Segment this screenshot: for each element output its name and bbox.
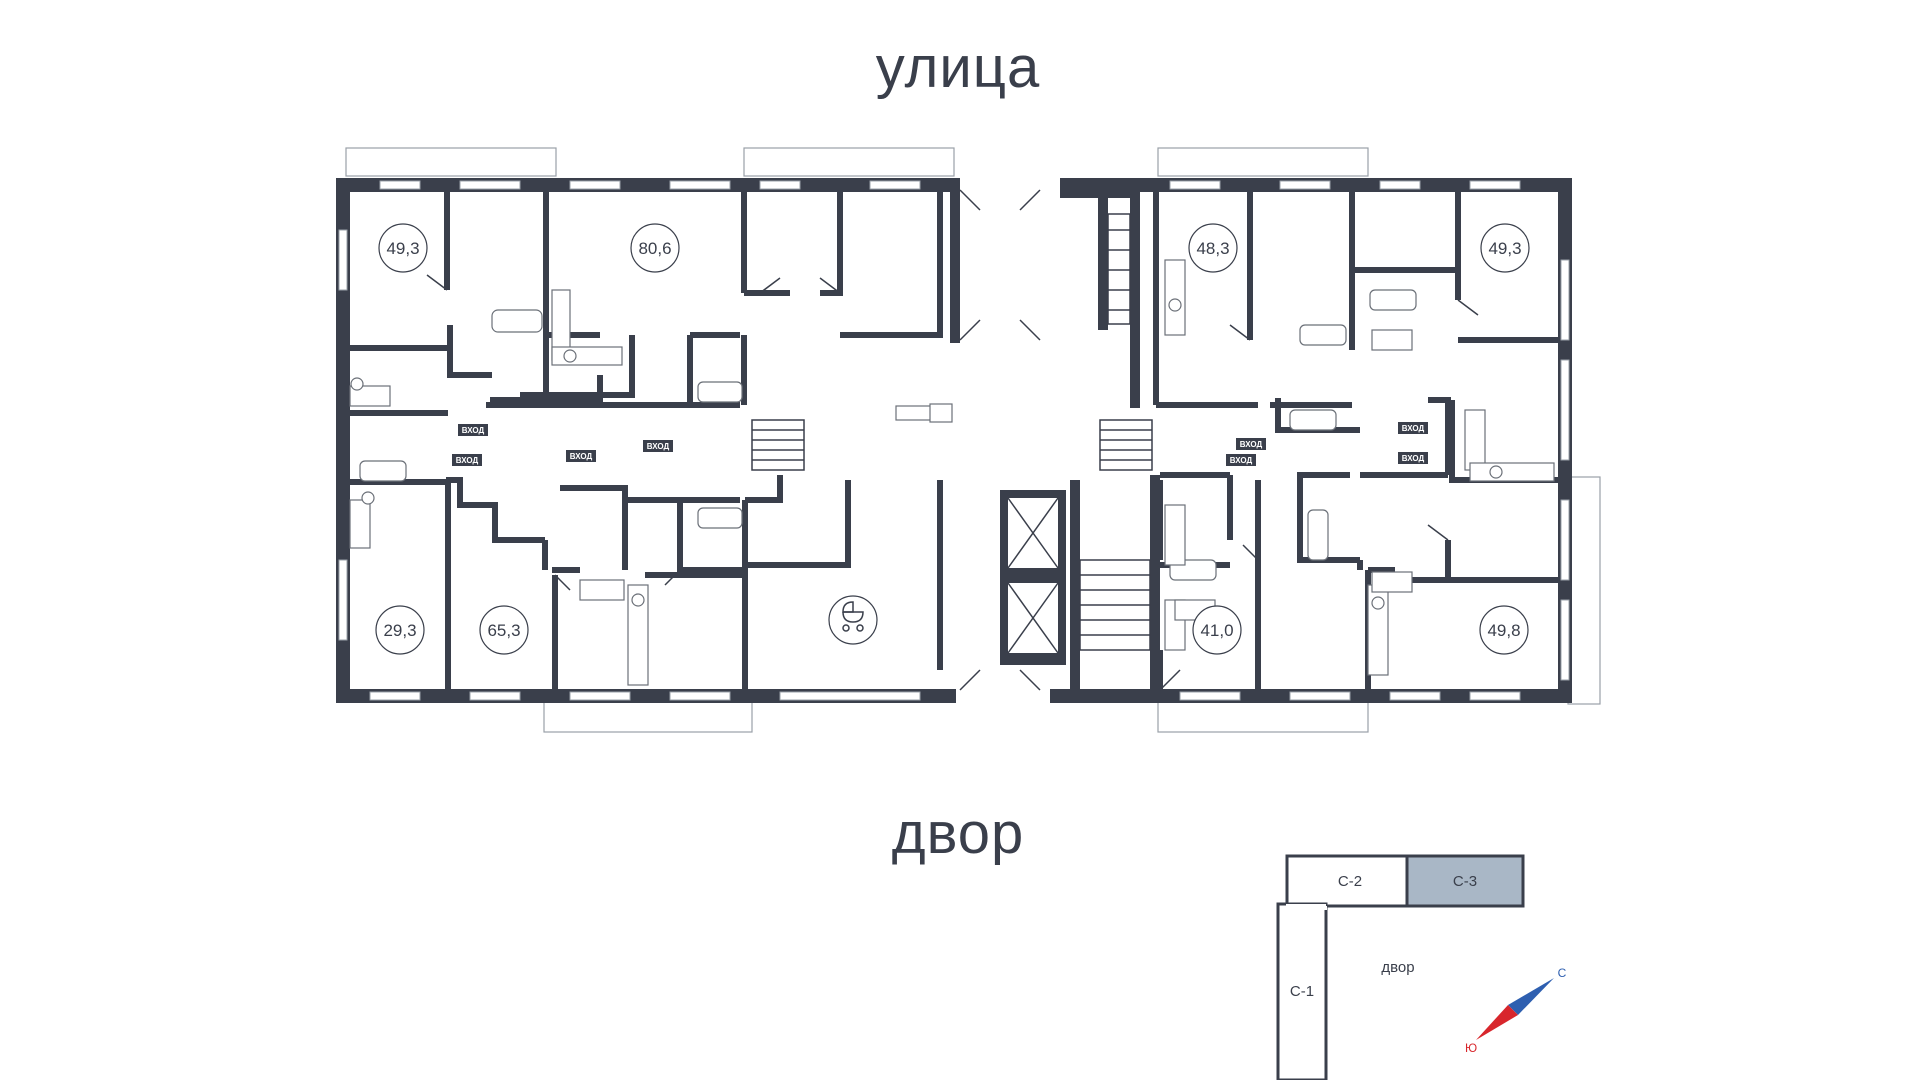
key-plan-section-c2: С-2 <box>1338 873 1362 890</box>
apartment-area-apt-8: 49,8 <box>1479 605 1529 655</box>
entrance-tag: ВХОД <box>643 440 673 452</box>
compass-south-label: Ю <box>1465 1041 1477 1055</box>
key-plan-section-c3: С-3 <box>1453 873 1477 890</box>
compass-north-needle <box>1508 978 1554 1015</box>
compass-north-label: С <box>1558 966 1567 980</box>
svg-text:49,3: 49,3 <box>1488 239 1521 258</box>
svg-text:49,3: 49,3 <box>386 239 419 258</box>
outer-walls <box>336 178 1572 703</box>
entrance-label: ВХОД <box>462 426 485 435</box>
interior-walls-right <box>1153 190 1558 689</box>
apartment-area-apt-1: 49,3 <box>378 223 428 273</box>
entrance-tags: ВХОД ВХОД ВХОД ВХОД ВХОД ВХОД ВХОД ВХОД <box>452 422 1428 466</box>
svg-text:48,3: 48,3 <box>1196 239 1229 258</box>
apartment-area-apt-3: 48,3 <box>1188 223 1238 273</box>
yard-label: двор <box>891 801 1025 866</box>
svg-text:49,8: 49,8 <box>1487 621 1520 640</box>
key-plan-yard-label: двор <box>1381 959 1414 976</box>
key-plan: С-2 С-3 С-1 двор <box>1276 854 1525 1080</box>
doors <box>426 189 1479 691</box>
entrance-tag: ВХОД <box>1398 452 1428 464</box>
interior-walls-left <box>350 190 943 689</box>
entrance-label: ВХОД <box>456 456 479 465</box>
entrance-tag: ВХОД <box>458 424 488 436</box>
entrance-tag: ВХОД <box>566 450 596 462</box>
apartment-area-apt-7: 41,0 <box>1192 605 1242 655</box>
apartment-area-apt-4: 49,3 <box>1480 223 1530 273</box>
entrance-label: ВХОД <box>1402 424 1425 433</box>
key-plan-highlight <box>1405 854 1525 908</box>
entrance-label: ВХОД <box>1240 440 1263 449</box>
apartment-area-apt-5: 29,3 <box>375 605 425 655</box>
stroller-icon <box>828 595 878 645</box>
apartment-area-apt-6: 65,3 <box>479 605 529 655</box>
svg-text:29,3: 29,3 <box>383 621 416 640</box>
fixtures <box>349 259 1555 686</box>
entrance-label: ВХОД <box>1230 456 1253 465</box>
apartment-area-apt-2: 80,6 <box>630 223 680 273</box>
compass-south-needle <box>1476 1005 1518 1040</box>
balconies <box>345 147 1601 733</box>
apartment-area-labels: 49,3 80,6 48,3 49,3 29,3 65,3 41,0 49,8 <box>375 223 1530 655</box>
entrance-tag: ВХОД <box>1236 438 1266 450</box>
entrance-tag: ВХОД <box>1398 422 1428 434</box>
key-plan-section-c1: С-1 <box>1290 983 1314 1000</box>
core <box>751 178 1160 690</box>
entrance-tag: ВХОД <box>1226 454 1256 466</box>
entrance-label: ВХОД <box>647 442 670 451</box>
entrance-tag: ВХОД <box>452 454 482 466</box>
entrance-label: ВХОД <box>1402 454 1425 463</box>
entrance-label: ВХОД <box>570 452 593 461</box>
svg-text:41,0: 41,0 <box>1200 621 1233 640</box>
svg-text:80,6: 80,6 <box>638 239 671 258</box>
svg-text:65,3: 65,3 <box>487 621 520 640</box>
street-label: улица <box>875 35 1041 100</box>
compass: С Ю <box>1465 966 1567 1055</box>
